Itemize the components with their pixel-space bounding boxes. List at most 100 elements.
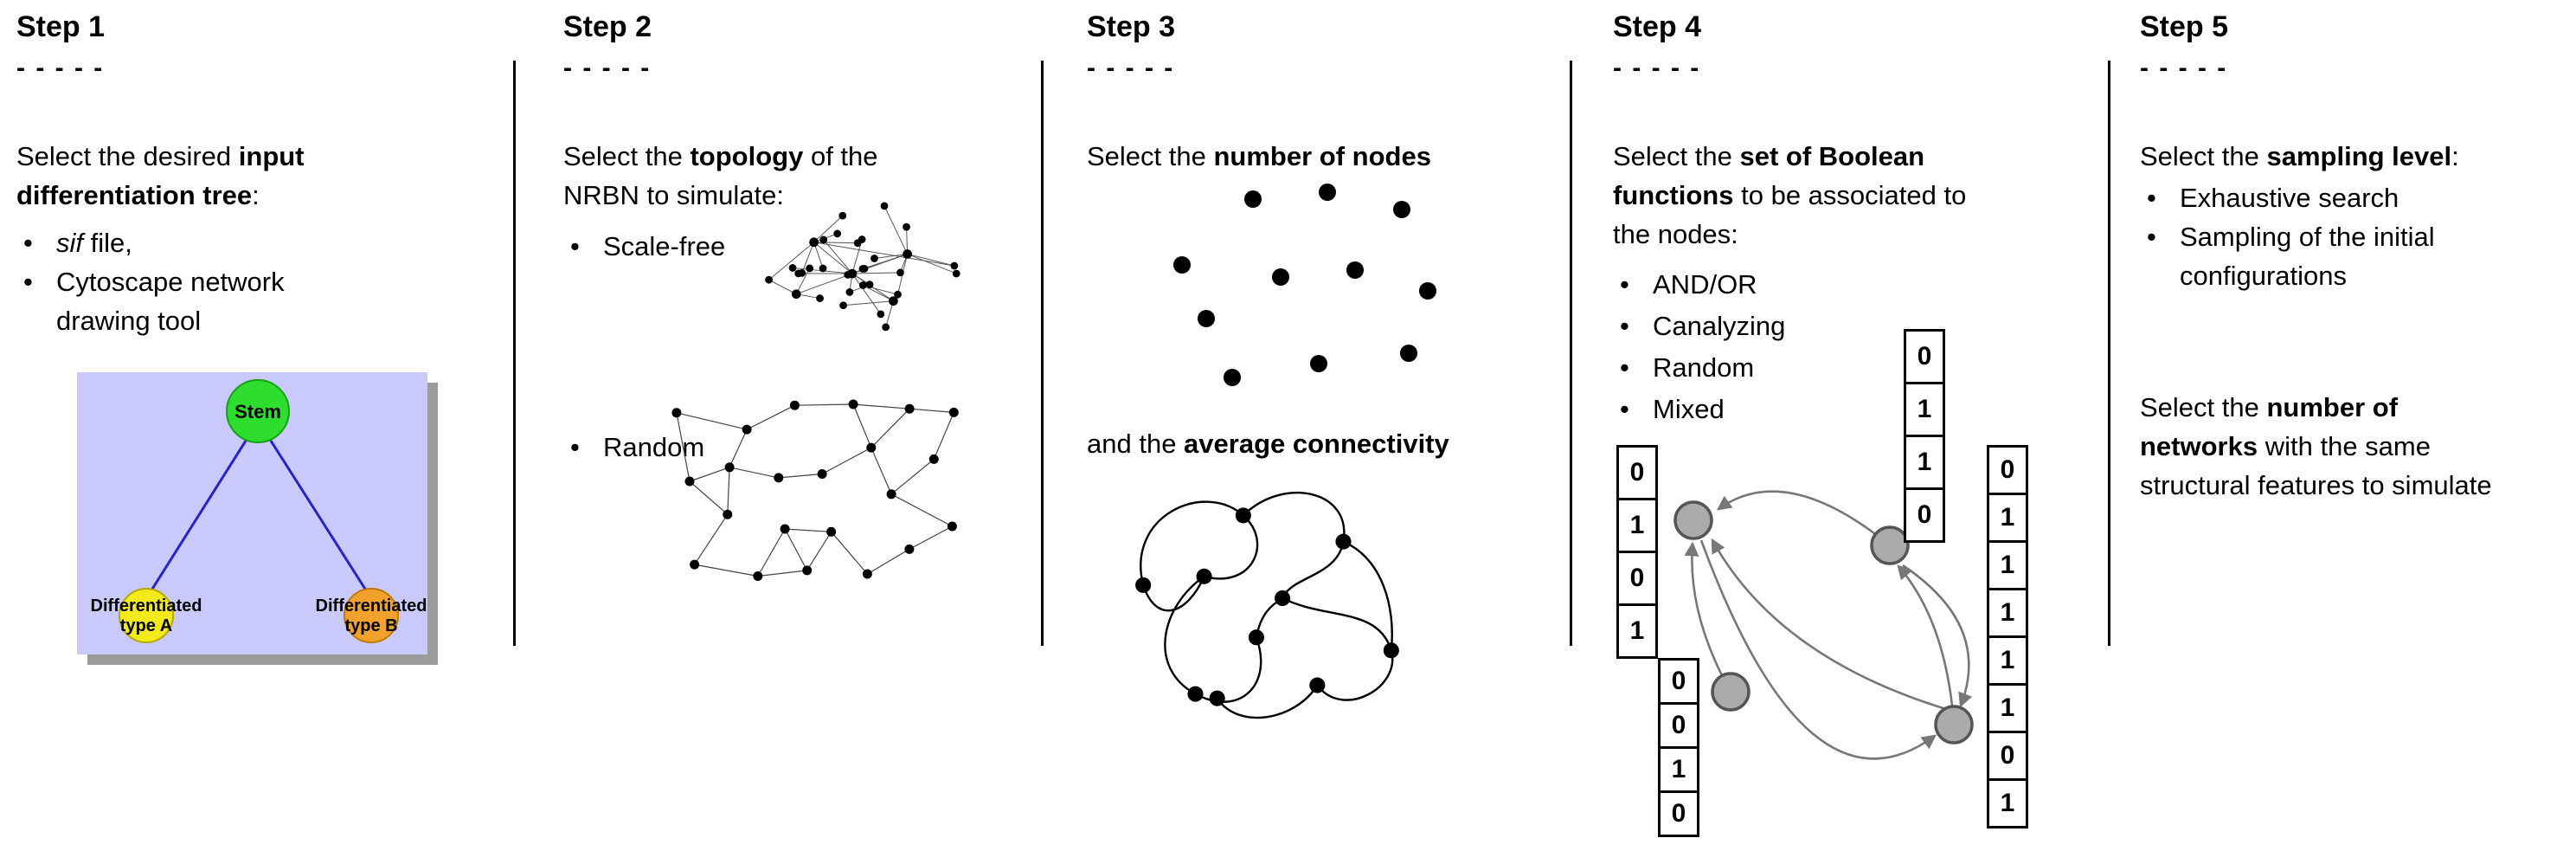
bullet-text: Scale-free xyxy=(603,231,726,261)
text-line: Select the desired input xyxy=(16,137,305,176)
step-2-bullet-scale-free: • Scale-free xyxy=(563,227,725,266)
text-line: functions to be associated to xyxy=(1613,176,1966,215)
step-2-title: Step 2 xyxy=(563,10,652,43)
step-3-line-connectivity: and the average connectivity xyxy=(1087,424,1449,463)
text-segment: : xyxy=(2451,141,2459,171)
text-line: Select the sampling level: xyxy=(2140,137,2459,176)
text-segment: of the xyxy=(803,141,878,171)
text-line: Select the topology of the xyxy=(563,137,878,176)
text-line: Select the number of nodes xyxy=(1087,137,1431,176)
step-4-bullet-random: • Random xyxy=(1613,348,1754,387)
truth-table-cell: 0 xyxy=(1658,702,1699,749)
truth-table-cell: 0 xyxy=(1904,487,1945,543)
step-2-dashed-rule: - - - - - xyxy=(563,54,652,82)
text-segment: Select the xyxy=(1613,141,1740,171)
truth-table-cell: 1 xyxy=(1904,435,1945,490)
text-segment: Select the xyxy=(1087,141,1214,171)
step-5-networks-paragraph: Select the number of networks with the s… xyxy=(2140,388,2492,505)
tree-edge-stem-type-a xyxy=(148,437,249,594)
bullet-marker: • xyxy=(23,228,33,258)
scale-free-network-image xyxy=(765,202,960,332)
text-segment: Select the xyxy=(2140,141,2267,171)
truth-table-cell: 1 xyxy=(1987,493,2028,543)
truth-table-cell: 1 xyxy=(1987,540,2028,590)
truth-table-top: 0 1 1 0 xyxy=(1904,329,1945,543)
bullet-text: Random xyxy=(603,432,705,462)
step-5-bullet-exhaustive: • Exhaustive search xyxy=(2140,178,2399,217)
truth-table-cell: 1 xyxy=(1616,498,1658,553)
text-segment: file, xyxy=(83,228,132,258)
differentiation-tree-image: Stem Differentiated type A Differentiate… xyxy=(77,372,438,665)
type-b-node-label: type B xyxy=(344,616,397,635)
gray-node xyxy=(1934,705,1974,745)
step-3-panel: Step 3 - - - - - Select the number of no… xyxy=(1087,0,1568,851)
connectivity-tangle-image xyxy=(1135,491,1399,719)
text-segment: Select the xyxy=(2140,392,2267,422)
bullet-text: Canalyzing xyxy=(1653,311,1786,341)
step-1-title: Step 1 xyxy=(16,10,106,43)
gray-node xyxy=(1870,525,1910,565)
bullet-marker: • xyxy=(1620,311,1629,341)
bullet-text: Sampling of the initial configurations xyxy=(2180,217,2435,295)
column-divider-1 xyxy=(513,61,516,646)
type-b-node xyxy=(344,588,399,643)
truth-table-cell: 1 xyxy=(1987,778,2028,828)
bullet-text: sif file, xyxy=(56,223,132,262)
bullet-marker: • xyxy=(1620,352,1629,383)
text-segment-bold: networks xyxy=(2140,431,2258,461)
truth-table-cell: 0 xyxy=(1904,329,1945,384)
text-line: Sampling of the initial xyxy=(2180,222,2435,252)
text-line: NRBN to simulate: xyxy=(563,180,784,210)
column-divider-3 xyxy=(1570,61,1572,646)
truth-table-cell: 1 xyxy=(1658,746,1699,793)
network-arrows xyxy=(1684,490,1973,760)
step-4-title: Step 4 xyxy=(1613,10,1702,43)
step-1-dashed-rule: - - - - - xyxy=(16,54,105,82)
text-line: the nodes: xyxy=(1613,219,1738,249)
truth-table-cell: 1 xyxy=(1904,382,1945,437)
step-4-bullet-and-or: • AND/OR xyxy=(1613,265,1757,304)
step-4-panel: Step 4 - - - - - Select the set of Boole… xyxy=(1613,0,2097,851)
random-network-image xyxy=(671,399,959,581)
truth-table-cell: 1 xyxy=(1987,683,2028,733)
step-4-bullet-canalyzing: • Canalyzing xyxy=(1613,306,1785,345)
tangle-nodes xyxy=(1135,507,1399,706)
bullet-marker: • xyxy=(23,267,33,297)
text-segment: to be associated to xyxy=(1733,180,1967,210)
truth-table-bottom-left: 0 0 1 0 xyxy=(1658,658,1699,837)
text-line: and the average connectivity xyxy=(1087,424,1449,463)
step-5-panel: Step 5 - - - - - Select the sampling lev… xyxy=(2140,0,2573,851)
text-segment-bold: set of Boolean xyxy=(1739,141,1925,171)
text-line: networks with the same xyxy=(2140,427,2492,466)
text-segment-bold: number of nodes xyxy=(1213,141,1431,171)
bullet-marker: • xyxy=(2147,222,2156,252)
truth-table-left: 0 1 0 1 xyxy=(1616,445,1658,659)
step-3-dashed-rule: - - - - - xyxy=(1087,54,1175,82)
truth-table-cell: 0 xyxy=(1658,790,1699,837)
step-5-title: Step 5 xyxy=(2140,10,2229,43)
truth-table-cell: 1 xyxy=(1987,588,2028,638)
text-segment-bold: sampling level xyxy=(2266,141,2452,171)
truth-table-cell: 0 xyxy=(1616,445,1658,500)
text-line: differentiation tree: xyxy=(16,176,305,215)
text-segment-bold: number of xyxy=(2266,392,2399,422)
stem-node-label: Stem xyxy=(234,401,281,422)
truth-table-cell: 0 xyxy=(1658,658,1699,705)
text-line: Select the number of xyxy=(2140,388,2492,427)
type-a-node-label: type A xyxy=(120,616,172,635)
step-4-intro: Select the set of Boolean functions to b… xyxy=(1613,137,1966,254)
truth-table-cell: 0 xyxy=(1987,445,2028,495)
text-line: configurations xyxy=(2180,261,2348,291)
text-segment: Select the xyxy=(563,141,691,171)
truth-table-cell: 0 xyxy=(1987,731,2028,781)
bullet-marker: • xyxy=(570,231,580,261)
text-segment: with the same xyxy=(2258,431,2431,461)
text-line: Select the set of Boolean xyxy=(1613,137,1966,176)
truth-table-right: 0 1 1 1 1 1 0 1 xyxy=(1987,445,2028,828)
text-segment-italic: sif xyxy=(56,228,83,258)
stem-node xyxy=(226,379,290,443)
bullet-text: Random xyxy=(1653,352,1755,383)
tangle-edges xyxy=(1140,491,1394,719)
dot-group xyxy=(1173,184,1436,386)
